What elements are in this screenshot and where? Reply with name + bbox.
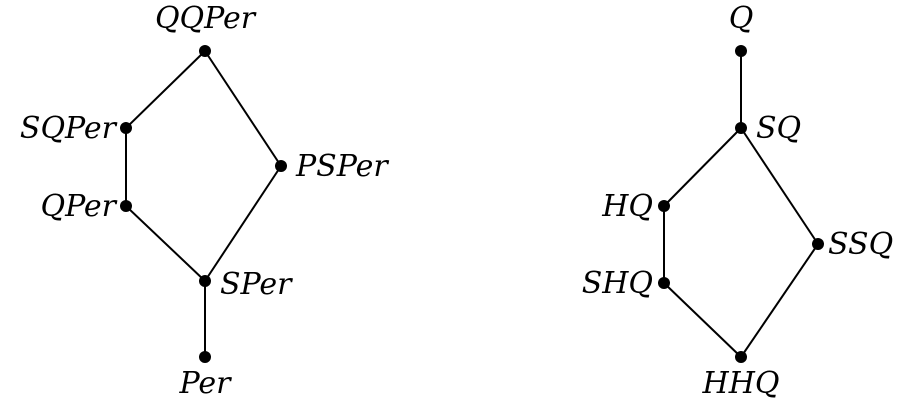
edge-QPer-SPer xyxy=(125,205,206,282)
right-lattice: Q SQ HQ SSQ SHQ HHQ xyxy=(582,1,893,401)
label-SPer: SPer xyxy=(220,267,293,302)
node-SSQ xyxy=(812,238,824,250)
node-SQ xyxy=(735,122,747,134)
edge-QQPer-SQPer xyxy=(125,50,206,129)
edge-PSPer-SPer xyxy=(204,165,282,282)
label-HQ: HQ xyxy=(601,189,653,224)
node-SPer xyxy=(199,275,211,287)
label-SQ: SQ xyxy=(756,111,801,146)
label-PSPer: PSPer xyxy=(295,149,389,184)
node-QQPer xyxy=(199,45,211,57)
label-QQPer: QQPer xyxy=(155,1,257,36)
label-HHQ: HHQ xyxy=(702,366,780,401)
node-HHQ xyxy=(735,351,747,363)
node-Per xyxy=(199,351,211,363)
node-HQ xyxy=(658,200,670,212)
label-SQPer: SQPer xyxy=(20,111,118,146)
node-QPer xyxy=(120,200,132,212)
label-SHQ: SHQ xyxy=(582,266,653,301)
label-SSQ: SSQ xyxy=(828,227,893,262)
node-SHQ xyxy=(658,277,670,289)
label-Q: Q xyxy=(729,1,754,36)
edge-QQPer-PSPer xyxy=(204,50,282,167)
edge-SQ-HQ xyxy=(663,127,742,207)
node-PSPer xyxy=(275,160,287,172)
edge-SQ-SSQ xyxy=(740,127,819,245)
label-QPer: QPer xyxy=(40,189,117,224)
node-Q xyxy=(735,45,747,57)
edge-SHQ-HHQ xyxy=(663,282,742,358)
edge-SSQ-HHQ xyxy=(740,243,819,358)
node-SQPer xyxy=(120,122,132,134)
label-Per: Per xyxy=(179,366,233,401)
